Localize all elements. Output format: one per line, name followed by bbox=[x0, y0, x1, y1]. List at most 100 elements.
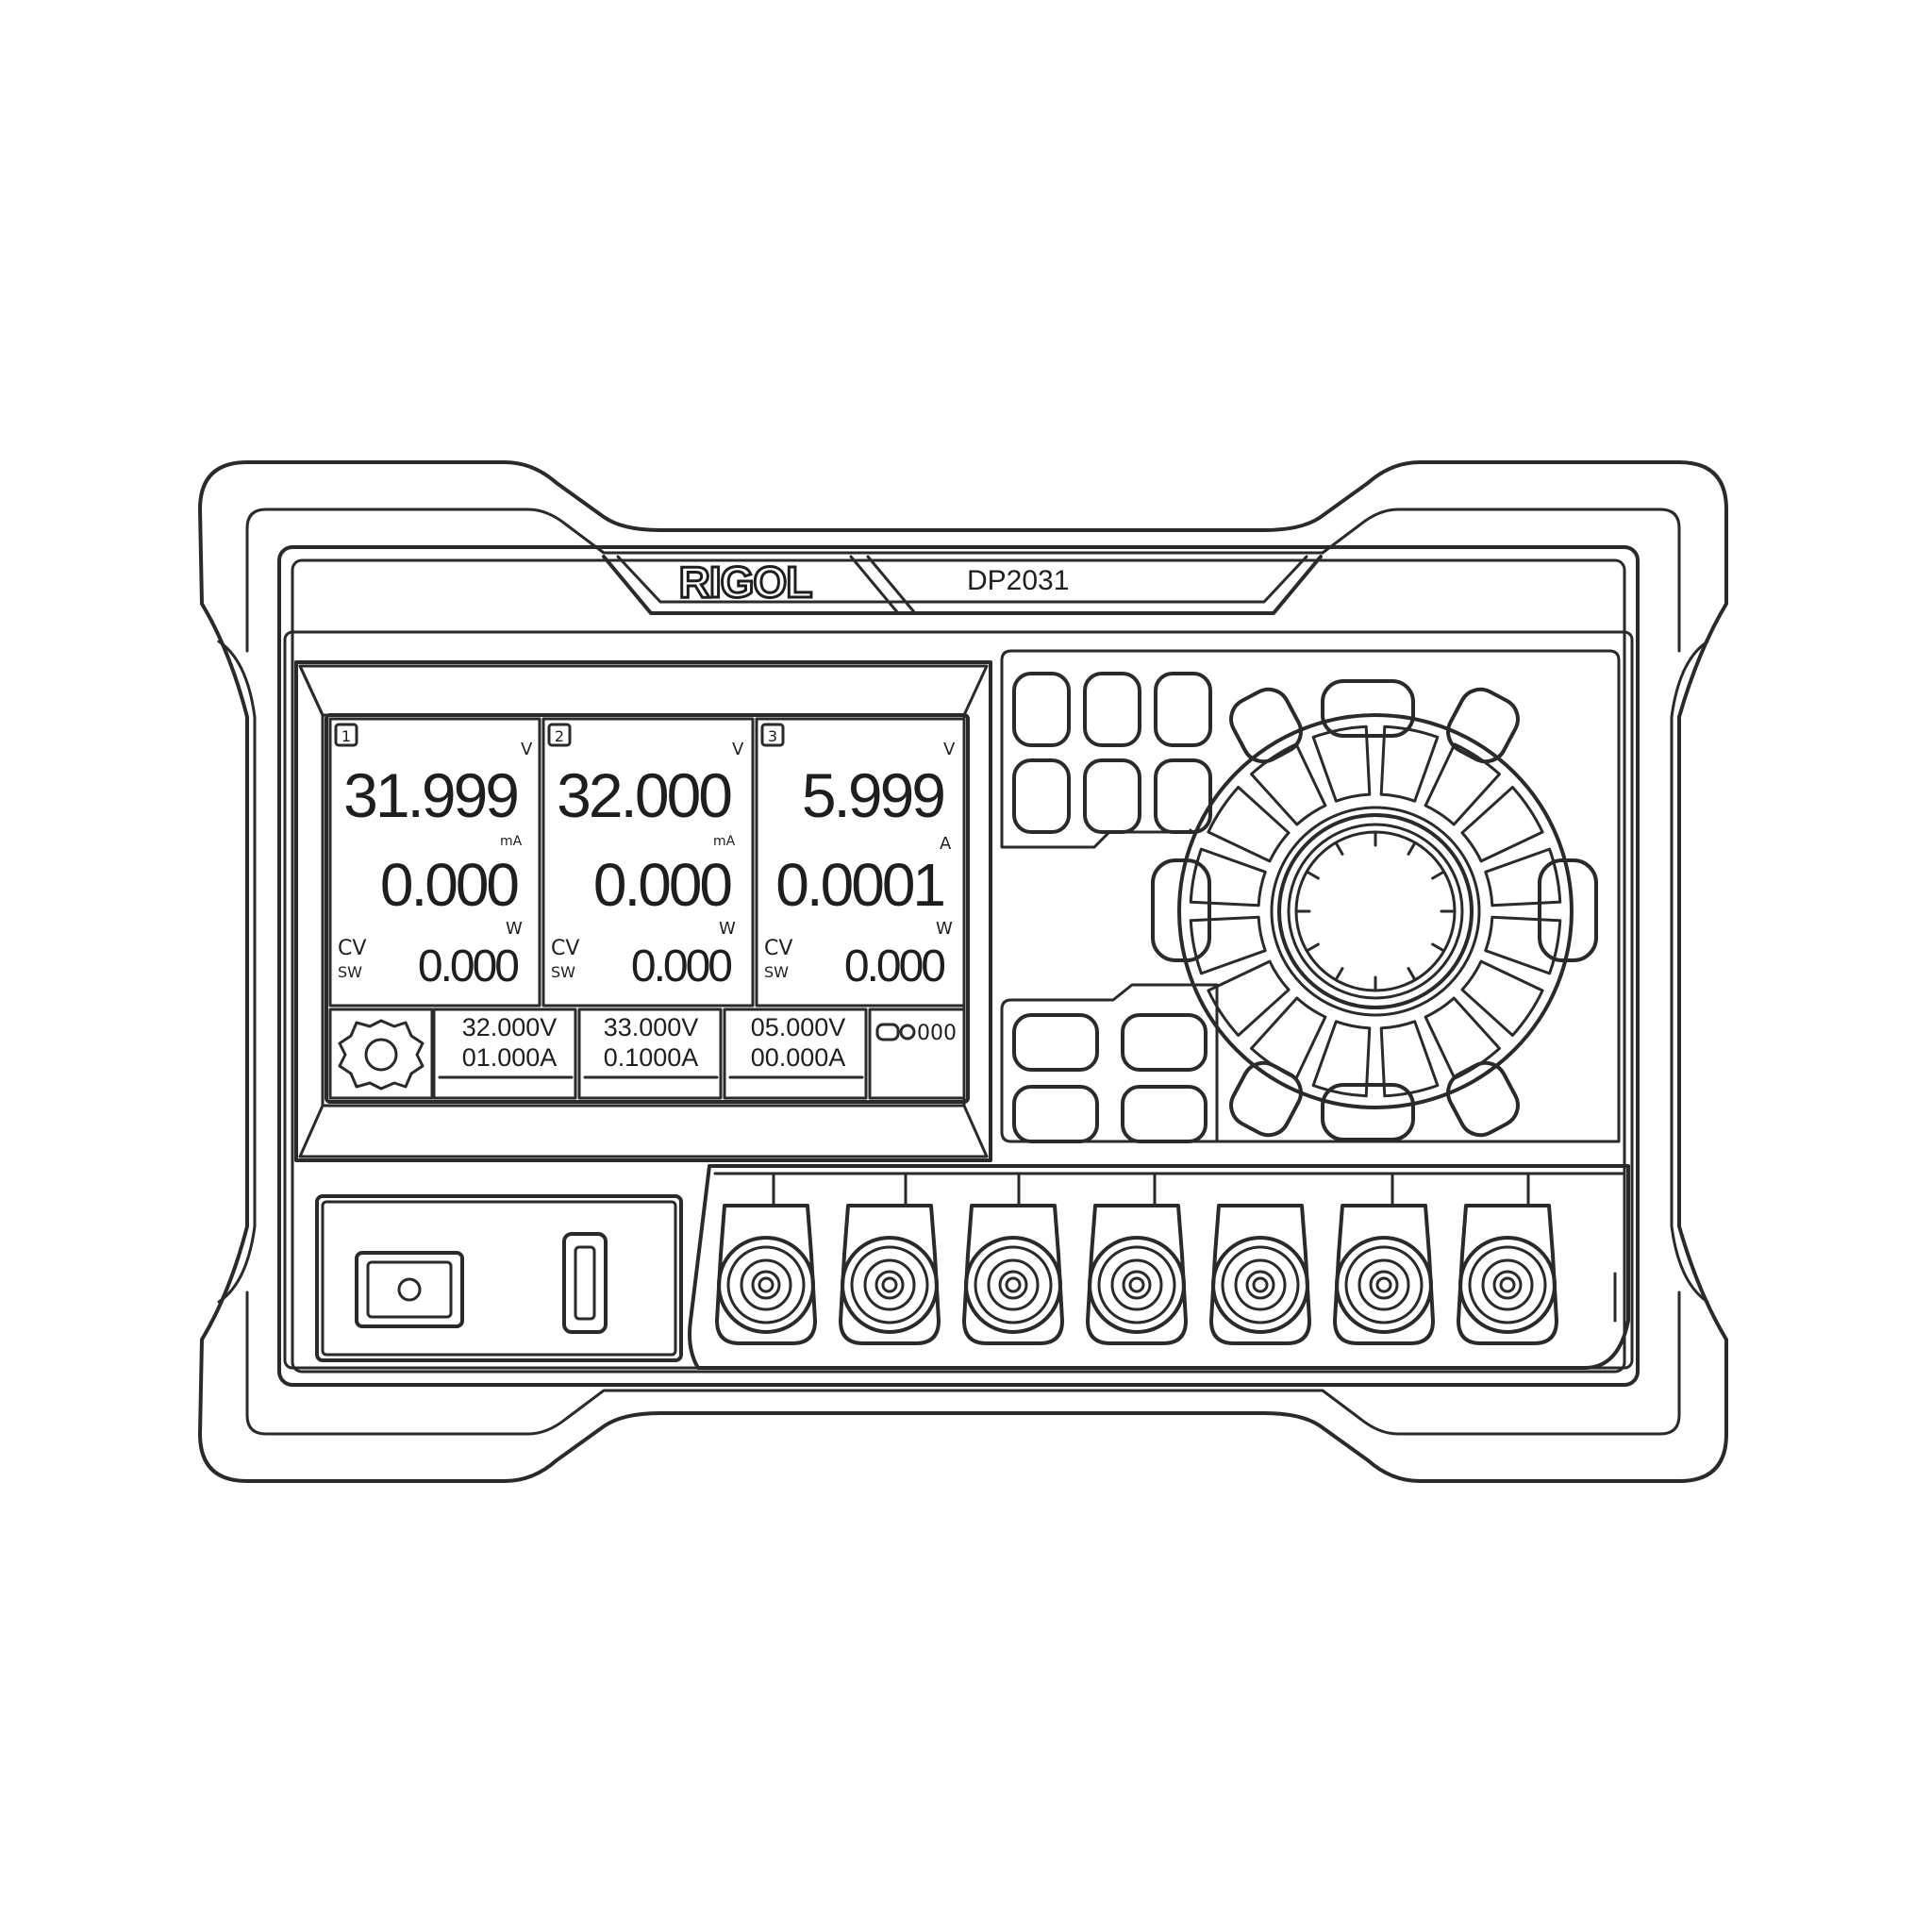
channel-2-power-unit: W bbox=[719, 919, 736, 939]
channel-3-mode-sub: SW bbox=[764, 963, 789, 981]
rotary-knob[interactable] bbox=[1277, 813, 1474, 1009]
output-terminal[interactable] bbox=[1457, 1204, 1558, 1345]
channel-1-mode: CV bbox=[338, 937, 366, 960]
knob-ring-segment[interactable] bbox=[1250, 996, 1327, 1080]
knob-ring-segment[interactable] bbox=[1424, 996, 1501, 1080]
knob-tick bbox=[1407, 967, 1416, 980]
knob-tick bbox=[1431, 942, 1444, 952]
channel-3-voltage-unit: V bbox=[943, 740, 956, 759]
knob-ring-segment[interactable] bbox=[1311, 1020, 1372, 1098]
channel-1-current: 0.000 bbox=[380, 851, 519, 919]
knob-ring-segment[interactable] bbox=[1189, 915, 1267, 975]
soft-key-top-right[interactable] bbox=[1441, 682, 1524, 769]
knob-tick bbox=[1335, 842, 1344, 856]
key-5[interactable] bbox=[1083, 758, 1141, 834]
power-usb-panel bbox=[315, 1194, 683, 1362]
channel-2-current-unit: mA bbox=[713, 834, 736, 849]
setting-3-current: 00.000A bbox=[751, 1043, 846, 1072]
setting-3-voltage: 05.000V bbox=[751, 1013, 846, 1041]
channel-1-current-unit: mA bbox=[500, 834, 523, 849]
soft-key-bottom-left[interactable] bbox=[1224, 1056, 1307, 1142]
soft-key-top-left[interactable] bbox=[1224, 682, 1307, 769]
model-label: DP2031 bbox=[967, 565, 1069, 596]
channel-1-power: 0.000 bbox=[418, 941, 518, 991]
function-key-2[interactable] bbox=[1121, 1013, 1208, 1072]
key-2[interactable] bbox=[1083, 672, 1141, 747]
channel-1-panel bbox=[328, 717, 541, 1008]
channel-2: 2 V 32.000 mA 0.000 W CV SW 0.000 bbox=[547, 723, 744, 991]
channel-1-mode-sub: SW bbox=[338, 963, 362, 981]
knob-ring-segment[interactable] bbox=[1207, 786, 1291, 863]
knob-ring-segment[interactable] bbox=[1207, 959, 1291, 1037]
brand-bar: RIGOL DP2031 bbox=[602, 555, 1323, 615]
setting-2-current: 0.1000A bbox=[604, 1043, 699, 1072]
power-indicator-icon bbox=[397, 1277, 422, 1302]
channel-2-mode: CV bbox=[551, 937, 579, 960]
channel-3-current: 0.0001 bbox=[775, 851, 943, 919]
knob-ring-segment[interactable] bbox=[1250, 742, 1327, 826]
output-terminal[interactable] bbox=[1333, 1204, 1435, 1345]
key-4[interactable] bbox=[1012, 758, 1071, 834]
knob-ring-segment[interactable] bbox=[1424, 742, 1501, 826]
knob-ring-segment[interactable] bbox=[1189, 847, 1267, 908]
soft-key-right[interactable] bbox=[1538, 858, 1598, 962]
soft-key-bottom-right[interactable] bbox=[1441, 1056, 1524, 1142]
knob-ring-segment[interactable] bbox=[1484, 915, 1562, 975]
setting-1-voltage: 32.000V bbox=[462, 1013, 558, 1041]
usb-port[interactable] bbox=[562, 1232, 608, 1334]
channel-1: 1 V 31.999 mA 0.000 W CV SW 0.000 bbox=[334, 723, 533, 991]
function-key-1[interactable] bbox=[1012, 1013, 1099, 1072]
control-panel bbox=[1000, 649, 1621, 1143]
knob-ring-segment[interactable] bbox=[1379, 1020, 1440, 1098]
channel-3: 3 V 5.999 A 0.0001 W CV SW 0.000 bbox=[760, 723, 956, 991]
key-1[interactable] bbox=[1012, 672, 1071, 747]
knob-tick bbox=[1431, 871, 1444, 880]
knob-tick bbox=[1407, 842, 1416, 856]
output-terminal[interactable] bbox=[715, 1204, 817, 1345]
gear-icon bbox=[338, 1019, 425, 1091]
power-button[interactable] bbox=[355, 1251, 464, 1328]
setting-2-voltage: 33.000V bbox=[604, 1013, 699, 1041]
settings-strip: 32.000V 01.000A 33.000V 0.1000A 05.000V … bbox=[328, 1008, 966, 1100]
channel-3-current-unit: A bbox=[940, 834, 952, 854]
output-terminal[interactable] bbox=[839, 1204, 941, 1345]
function-key-4[interactable] bbox=[1121, 1085, 1208, 1143]
channel-3-voltage: 5.999 bbox=[802, 760, 943, 830]
channel-1-tag: 1 bbox=[341, 727, 351, 745]
channel-2-tag: 2 bbox=[555, 727, 564, 745]
channel-3-panel bbox=[755, 717, 966, 1008]
knob-ring-segment[interactable] bbox=[1460, 786, 1544, 863]
soft-key-left[interactable] bbox=[1151, 858, 1211, 962]
key-6[interactable] bbox=[1154, 758, 1212, 834]
channel-3-mode: CV bbox=[764, 937, 792, 960]
function-key-3[interactable] bbox=[1012, 1085, 1099, 1143]
channel-3-power-unit: W bbox=[936, 919, 953, 939]
channel-2-voltage: 32.000 bbox=[557, 760, 731, 830]
knob-ring-segment[interactable] bbox=[1484, 847, 1562, 908]
channel-2-voltage-unit: V bbox=[732, 740, 744, 759]
channel-1-voltage-unit: V bbox=[521, 740, 533, 759]
knob-ring-segment[interactable] bbox=[1460, 959, 1544, 1037]
knob-tick bbox=[1335, 967, 1344, 980]
terminals bbox=[715, 1204, 1558, 1345]
channel-1-voltage: 31.999 bbox=[343, 760, 517, 830]
knob-tick bbox=[1307, 942, 1320, 952]
channel-1-power-unit: W bbox=[506, 919, 523, 939]
knob-ring[interactable] bbox=[1189, 724, 1562, 1098]
knob-ring-segment[interactable] bbox=[1311, 724, 1372, 803]
display-screen: 1 V 31.999 mA 0.000 W CV SW 0.000 2 V 32… bbox=[325, 713, 970, 1104]
knob-tick bbox=[1307, 871, 1320, 880]
knob-ring-segment[interactable] bbox=[1379, 724, 1440, 803]
output-terminal[interactable] bbox=[962, 1204, 1064, 1345]
outer-bumper bbox=[198, 460, 1728, 1483]
channel-2-panel bbox=[541, 717, 755, 1008]
channel-3-power: 0.000 bbox=[844, 941, 944, 991]
channel-2-current: 0.000 bbox=[593, 851, 732, 919]
knob-ticks bbox=[1296, 832, 1455, 991]
channel-2-power: 0.000 bbox=[631, 941, 731, 991]
output-terminal-panel bbox=[688, 1164, 1630, 1370]
output-terminal[interactable] bbox=[1086, 1204, 1188, 1345]
output-terminal[interactable] bbox=[1209, 1204, 1311, 1345]
key-3[interactable] bbox=[1154, 672, 1212, 747]
